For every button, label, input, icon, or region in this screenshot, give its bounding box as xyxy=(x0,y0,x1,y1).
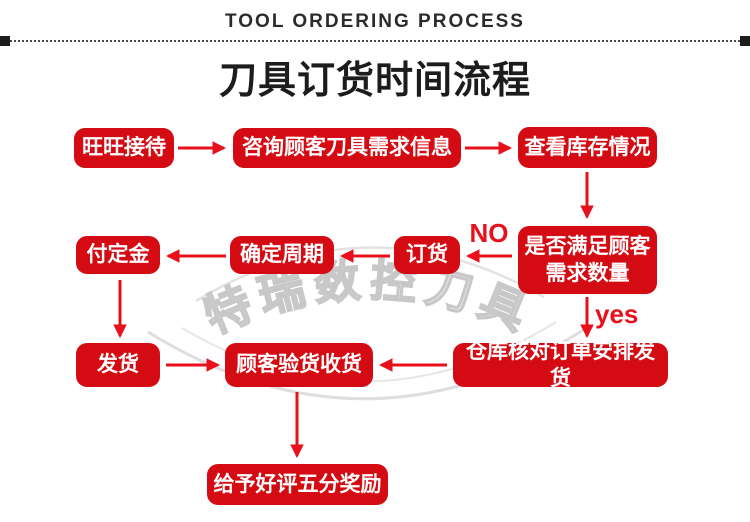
divider-endcap-left xyxy=(0,36,10,46)
header-eyebrow: TOOL ORDERING PROCESS xyxy=(225,11,525,32)
flow-node-wangwang-reception: 旺旺接待 xyxy=(74,128,174,168)
flow-node-customer-receive: 顾客验货收货 xyxy=(225,343,373,387)
watermark-ring-top xyxy=(195,246,545,303)
flow-node-warehouse-arrange: 仓库核对订单安排发货 xyxy=(453,340,668,390)
header-divider xyxy=(10,40,740,42)
flow-node-check-stock: 查看库存情况 xyxy=(518,127,657,168)
page-title: 刀具订货时间流程 xyxy=(218,60,531,102)
flow-arrows xyxy=(113,141,594,459)
flow-node-satisfy-demand-decision: 是否满足顾客需求数量 xyxy=(518,226,657,294)
branch-label-no: NO xyxy=(469,218,509,248)
flow-node-order: 订货 xyxy=(394,236,460,274)
divider-endcap-right xyxy=(740,36,750,46)
flow-node-ship: 发货 xyxy=(76,343,160,387)
branch-label-yes: yes xyxy=(595,299,639,329)
flow-node-review-reward: 给予好评五分奖励 xyxy=(207,464,388,505)
flow-node-pay-deposit: 付定金 xyxy=(76,236,160,274)
flow-node-consult-demand: 咨询顾客刀具需求信息 xyxy=(233,128,461,168)
flow-node-confirm-cycle: 确定周期 xyxy=(230,236,334,274)
